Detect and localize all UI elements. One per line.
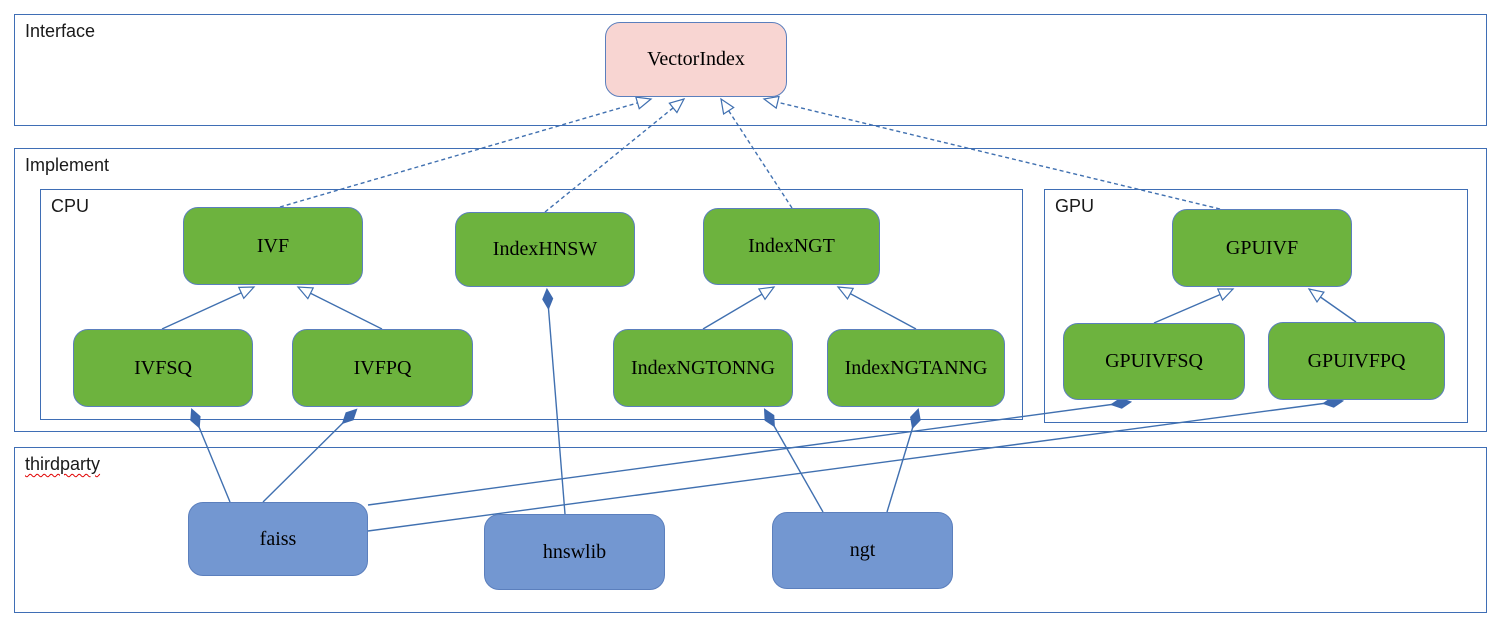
node-gpuivfsq: GPUIVFSQ (1063, 323, 1245, 400)
node-ivfsq-label: IVFSQ (134, 356, 192, 379)
node-ivf: IVF (183, 207, 363, 285)
node-faiss: faiss (188, 502, 368, 576)
node-indexngtanng-label: IndexNGTANNG (844, 356, 988, 379)
node-indexhnsw-label: IndexHNSW (492, 238, 598, 260)
node-ivfpq: IVFPQ (292, 329, 473, 407)
container-cpu-label: CPU (51, 196, 90, 216)
container-thirdparty-label: thirdparty (25, 454, 101, 474)
node-gpuivfsq-label: GPUIVFSQ (1105, 350, 1203, 372)
node-vectorindex-label: VectorIndex (647, 48, 745, 70)
node-indexngt-label: IndexNGT (748, 235, 835, 257)
container-interface-label: Interface (25, 21, 96, 41)
node-gpuivf-label: GPUIVF (1225, 236, 1299, 259)
node-vectorindex: VectorIndex (605, 22, 787, 97)
container-gpu-label: GPU (1055, 196, 1095, 216)
node-faiss-label: faiss (259, 527, 297, 550)
node-ngt: ngt (772, 512, 953, 589)
node-ivfpq-label: IVFPQ (353, 356, 412, 379)
node-hnswlib-label: hnswlib (542, 540, 607, 563)
node-indexngtonng: IndexNGTONNG (613, 329, 793, 407)
node-indexngt: IndexNGT (703, 208, 880, 285)
node-indexngtonng-label: IndexNGTONNG (630, 356, 776, 379)
node-hnswlib: hnswlib (484, 514, 665, 590)
node-gpuivfpq-label: GPUIVFPQ (1307, 349, 1406, 372)
node-gpuivfpq: GPUIVFPQ (1268, 322, 1445, 400)
node-gpuivf: GPUIVF (1172, 209, 1352, 287)
node-ivfsq: IVFSQ (73, 329, 253, 407)
node-ivf-label: IVF (256, 234, 290, 257)
container-implement-label: Implement (25, 155, 110, 175)
node-indexngtanng: IndexNGTANNG (827, 329, 1005, 407)
node-ngt-label: ngt (849, 539, 876, 561)
node-indexhnsw: IndexHNSW (455, 212, 635, 287)
